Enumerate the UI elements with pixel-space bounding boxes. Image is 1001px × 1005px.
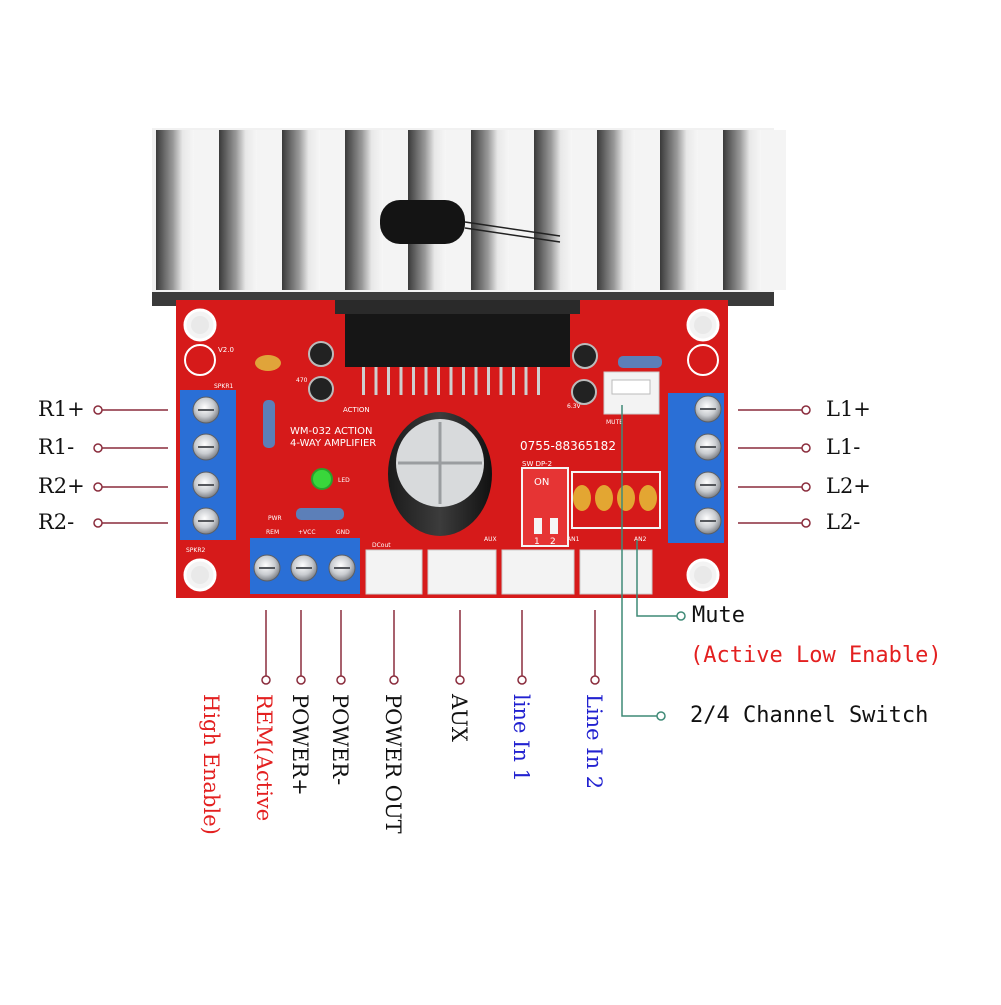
line-in-1-label: line In 1	[509, 694, 533, 782]
ic-pin	[362, 367, 365, 395]
power-plus-label: POWER+	[288, 694, 312, 796]
heatsink-fin	[156, 130, 194, 290]
label-r1-minus: R1-	[38, 435, 75, 459]
ic-pin	[437, 367, 440, 395]
heatsink-gap	[572, 130, 597, 290]
resistors	[263, 356, 662, 520]
gnd-text: GND	[336, 529, 350, 536]
mute-connector	[603, 371, 660, 415]
dcout-text: DCout	[372, 542, 391, 549]
leader-lines	[93, 405, 811, 685]
ic-pin	[387, 367, 390, 395]
cap-left-value: 470	[296, 377, 308, 384]
ic-pin	[399, 367, 403, 395]
action-text: ACTION	[343, 406, 370, 414]
ic-pin	[474, 367, 478, 395]
leader-lines-switch	[621, 405, 686, 721]
spkr2-text: SPKR2	[186, 547, 206, 554]
channel-switch-label: 2/4 Channel Switch	[690, 703, 929, 728]
terminal-blocks	[180, 390, 724, 594]
heatsink-fin	[534, 130, 572, 290]
heatsink-fin	[282, 130, 320, 290]
an2-text: AN2	[634, 536, 647, 543]
led-text: LED	[338, 477, 350, 484]
ic-pin	[537, 367, 540, 395]
ic-pin	[449, 367, 453, 395]
label-l1-minus: L1-	[826, 435, 861, 459]
dip-number-2: 2	[550, 537, 556, 547]
heatsink-fin	[219, 130, 257, 290]
label-r1-plus: R1+	[38, 397, 85, 421]
ic-pin	[512, 367, 515, 395]
heatsink-gap	[761, 130, 786, 290]
label-l2-plus: L2+	[826, 474, 871, 498]
ic-pin	[499, 367, 503, 395]
input-connectors	[365, 549, 653, 595]
label-l1-plus: L1+	[826, 397, 871, 421]
rem-label-line2: High Enable)	[199, 694, 223, 835]
small-capacitors	[308, 341, 598, 405]
dip-on: ON	[534, 477, 549, 488]
ceramic-capacitor	[255, 355, 281, 371]
heatsink-gap	[698, 130, 723, 290]
ic-pin	[374, 367, 378, 395]
heatsink-gap	[635, 130, 660, 290]
heatsink-gap	[320, 130, 345, 290]
aux-text: AUX	[484, 536, 497, 543]
label-l2-minus: L2-	[826, 510, 861, 534]
pwr-text: PWR	[268, 515, 282, 522]
mute-active-low-label: (Active Low Enable)	[690, 643, 942, 668]
heatsink-fin	[660, 130, 698, 290]
heatsink-gap	[194, 130, 219, 290]
phone-number: 0755-88365182	[520, 439, 616, 453]
ic-pin	[424, 367, 428, 395]
mute-text: MUTE	[606, 419, 623, 426]
rem-text: REM	[266, 529, 279, 536]
silkscreen: WM-032 ACTION 4-WAY AMPLIFIER 0755-88365…	[186, 346, 647, 554]
model-text-2: 4-WAY AMPLIFIER	[290, 438, 376, 449]
cap-right-value: 6.3V	[567, 403, 582, 410]
heatsink-gap	[509, 130, 534, 290]
heatsink-fin	[345, 130, 383, 290]
model-text-1: WM-032 ACTION	[290, 426, 372, 437]
mounting-holes	[183, 308, 720, 592]
label-r2-minus: R2-	[38, 510, 75, 534]
mute-label: Mute	[692, 603, 745, 628]
line-in-2-label: Line In 2	[582, 694, 606, 790]
ic-pin	[412, 367, 415, 395]
main-capacitor	[388, 412, 492, 536]
rem-label-line1: REM(Active	[252, 694, 276, 822]
heatsink	[152, 128, 786, 306]
pcb: WM-032 ACTION 4-WAY AMPLIFIER 0755-88365…	[176, 300, 728, 598]
aux-label: AUX	[447, 694, 471, 742]
heatsink-fin	[471, 130, 509, 290]
vcc-text: +VCC	[298, 529, 316, 536]
dip-switch	[521, 467, 569, 547]
an1-text: AN1	[567, 536, 580, 543]
ic-pin	[462, 367, 465, 395]
heatsink-gap	[257, 130, 282, 290]
power-out-label: POWER OUT	[381, 694, 405, 834]
power-minus-label: POWER-	[328, 694, 352, 786]
heatsink-fin	[597, 130, 635, 290]
heatsink-fin	[723, 130, 761, 290]
inductor	[380, 200, 561, 244]
version-text: V2.0	[218, 346, 234, 354]
ic-pin	[487, 367, 490, 395]
dip-title: SW DP-2	[522, 460, 552, 468]
spkr1-text: SPKR1	[214, 383, 234, 390]
amplifier-ic	[335, 300, 580, 395]
ic-pin	[524, 367, 528, 395]
dip-number-1: 1	[534, 537, 540, 547]
label-r2-plus: R2+	[38, 474, 85, 498]
power-led	[311, 468, 333, 490]
